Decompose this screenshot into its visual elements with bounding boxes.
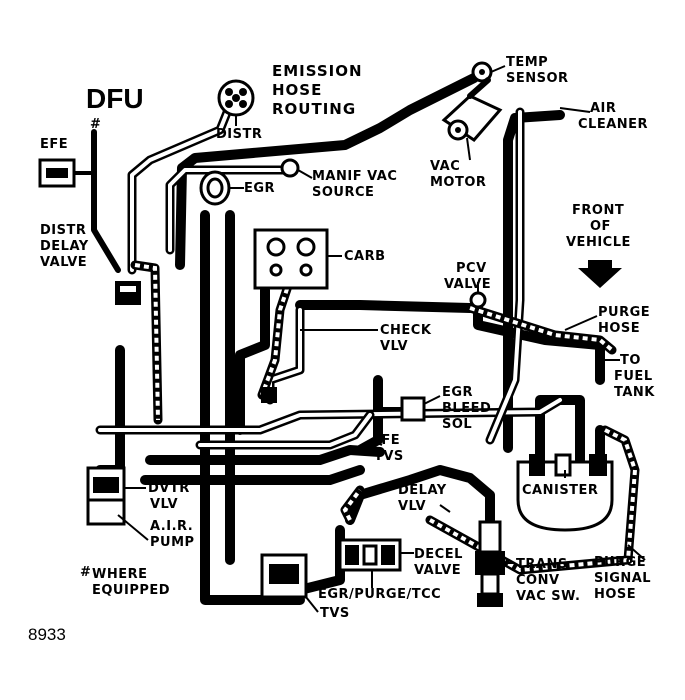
efe-marker: # — [90, 117, 101, 132]
label-carb: CARB — [344, 249, 386, 264]
egr-bleed-sol-icon — [380, 396, 426, 422]
label-trans-2: CONV — [516, 573, 560, 588]
manif-vac-source-icon — [280, 158, 300, 178]
tvs-icon — [260, 553, 308, 599]
hose-air-cleaner-down — [503, 110, 565, 453]
components — [38, 61, 622, 607]
label-dvtr-1: DVTR — [148, 481, 190, 496]
label-air-cleaner-1: AIR — [590, 101, 616, 116]
label-pcv-2: VALVE — [444, 277, 491, 292]
check-valve-icon — [261, 387, 277, 403]
label-check-vlv-1: CHECK — [380, 323, 432, 338]
title-line-1: EMISSION — [272, 62, 363, 80]
hose-air-pump — [95, 345, 125, 475]
label-distr-delay-1: DISTR — [40, 223, 86, 238]
label-fuel-tank-2: FUEL — [614, 369, 653, 384]
label-decel-2: VALVE — [414, 563, 461, 578]
hose-mid-open-inner — [98, 398, 562, 432]
label-efe-tvs-1: EFE — [372, 433, 400, 448]
label-pcv-1: PCV — [456, 261, 487, 276]
label-purge-signal-1: PURGE — [594, 555, 646, 570]
label-delay-vlv-1: DELAY — [398, 483, 447, 498]
label-efe: EFE — [40, 137, 68, 152]
hose-carb-to-canister — [295, 300, 475, 313]
label-vac-motor-1: VAC — [430, 159, 460, 174]
label-manif-vac-1: MANIF VAC — [312, 169, 397, 184]
label-delay-vlv-2: VLV — [398, 499, 426, 514]
label-temp-sensor-1: TEMP — [506, 55, 548, 70]
title-line-2: HOSE — [272, 81, 322, 99]
label-distr-delay-3: VALVE — [40, 255, 87, 270]
label-air-cleaner-2: CLEANER — [578, 117, 648, 132]
hose-decel-inner — [342, 488, 362, 521]
label-front-2: OF — [590, 219, 611, 234]
hose-purge-signal-inner — [429, 428, 638, 573]
label-temp-sensor-2: SENSOR — [506, 71, 569, 86]
label-dvtr-2: VLV — [150, 497, 178, 512]
label-distr: DISTR — [216, 127, 262, 142]
label-check-vlv-2: VLV — [380, 339, 408, 354]
label-egr-bleed-2: BLEED — [442, 401, 491, 416]
label-purge-hose-1: PURGE — [598, 305, 650, 320]
label-trans-3: VAC SW. — [516, 589, 580, 604]
label-fuel-tank-3: TANK — [614, 385, 655, 400]
label-purge-signal-2: SIGNAL — [594, 571, 651, 586]
front-arrow-icon — [578, 260, 622, 288]
hose-middle-horizontal — [145, 445, 385, 465]
label-front-3: VEHICLE — [566, 235, 631, 250]
label-fuel-tank-1: TO — [620, 353, 641, 368]
hose-lower-horizontal — [140, 465, 365, 485]
footnote-line-1: WHERE — [92, 567, 148, 582]
title-line-3: ROUTING — [272, 100, 356, 118]
hose-distr-delay-inner — [134, 263, 160, 421]
label-vac-motor-2: MOTOR — [430, 175, 486, 190]
hose-manif-vac-inner — [168, 168, 292, 252]
hose-dfu-efe — [91, 129, 121, 273]
label-efe-tvs-2: TVS — [374, 449, 404, 464]
hose-carb-down — [235, 285, 270, 435]
hose-pcv — [473, 295, 605, 385]
label-egr-bleed-1: EGR — [442, 385, 473, 400]
leader-lines — [117, 65, 646, 613]
label-air-pump-2: PUMP — [150, 535, 195, 550]
label-distr-delay-2: DELAY — [40, 239, 89, 254]
label-trans-1: TRANS — [516, 557, 568, 572]
hose-air-cleaner-open-inner — [488, 110, 522, 442]
distr-delay-valve-icon — [115, 281, 141, 305]
hose-carb-check-inner — [260, 279, 292, 396]
label-tvs: TVS — [320, 606, 350, 621]
label-egr-purge-tcc: EGR/PURGE/TCC — [318, 587, 441, 602]
label-purge-signal-3: HOSE — [594, 587, 636, 602]
label-egr: EGR — [244, 181, 275, 196]
vac-motor-icon — [441, 77, 503, 142]
carb-icon — [253, 228, 329, 290]
label-canister: CANISTER — [522, 483, 598, 498]
hose-egr-bleed — [355, 375, 383, 455]
pcv-valve-icon — [469, 291, 487, 309]
trans-conv-vac-sw-icon — [475, 520, 505, 607]
label-purge-hose-2: HOSE — [598, 321, 640, 336]
label-air-pump-1: A.I.R. — [150, 519, 193, 534]
canister-icon — [516, 453, 614, 532]
distributor-icon — [217, 79, 255, 117]
footnote-line-2: EQUIPPED — [92, 583, 170, 598]
label-manif-vac-2: SOURCE — [312, 185, 374, 200]
efe-icon — [38, 158, 94, 188]
dfu-label: DFU — [86, 83, 144, 114]
labels: EMISSION HOSE ROUTING DFU # DISTR TEMP S… — [28, 55, 655, 644]
hose-efe-tvs-inner — [198, 413, 372, 447]
hose-left-vertical-1 — [200, 210, 305, 605]
egr-valve-icon — [199, 170, 231, 206]
label-egr-bleed-3: SOL — [442, 417, 472, 432]
label-decel-1: DECEL — [414, 547, 463, 562]
decel-valve-icon — [338, 538, 402, 572]
air-pump-icon — [86, 466, 126, 526]
hose-distr-inner — [130, 98, 234, 272]
label-front-1: FRONT — [572, 203, 624, 218]
hose-purge-inner — [469, 306, 614, 352]
footnote-marker: # — [80, 565, 91, 580]
figure-number: 8933 — [28, 625, 66, 644]
